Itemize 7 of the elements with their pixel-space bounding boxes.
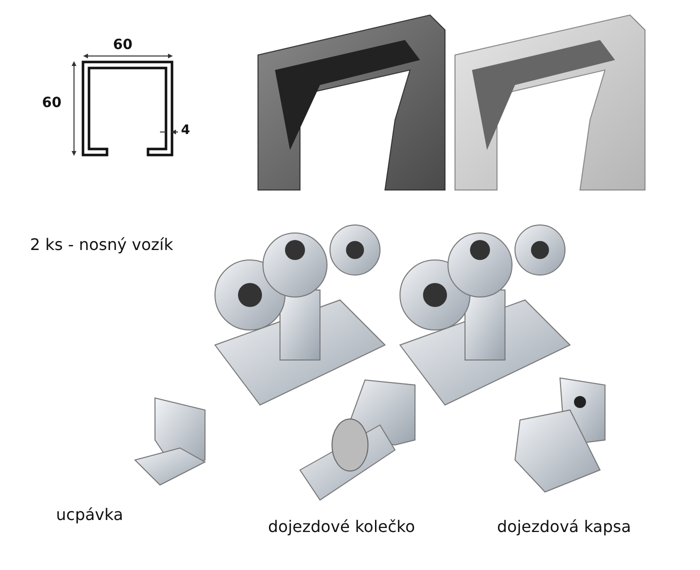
part-caption: ucpávka: [56, 506, 124, 524]
dimension-label: 60: [42, 96, 62, 112]
part-caption: dojezdové kolečko: [268, 518, 416, 536]
dimension-label: 60: [113, 38, 132, 54]
part-caption: dojezdová kapsa: [497, 518, 632, 536]
dimension-label: 4: [181, 124, 190, 138]
part-caption: 2 ks - nosný vozík: [30, 236, 174, 254]
